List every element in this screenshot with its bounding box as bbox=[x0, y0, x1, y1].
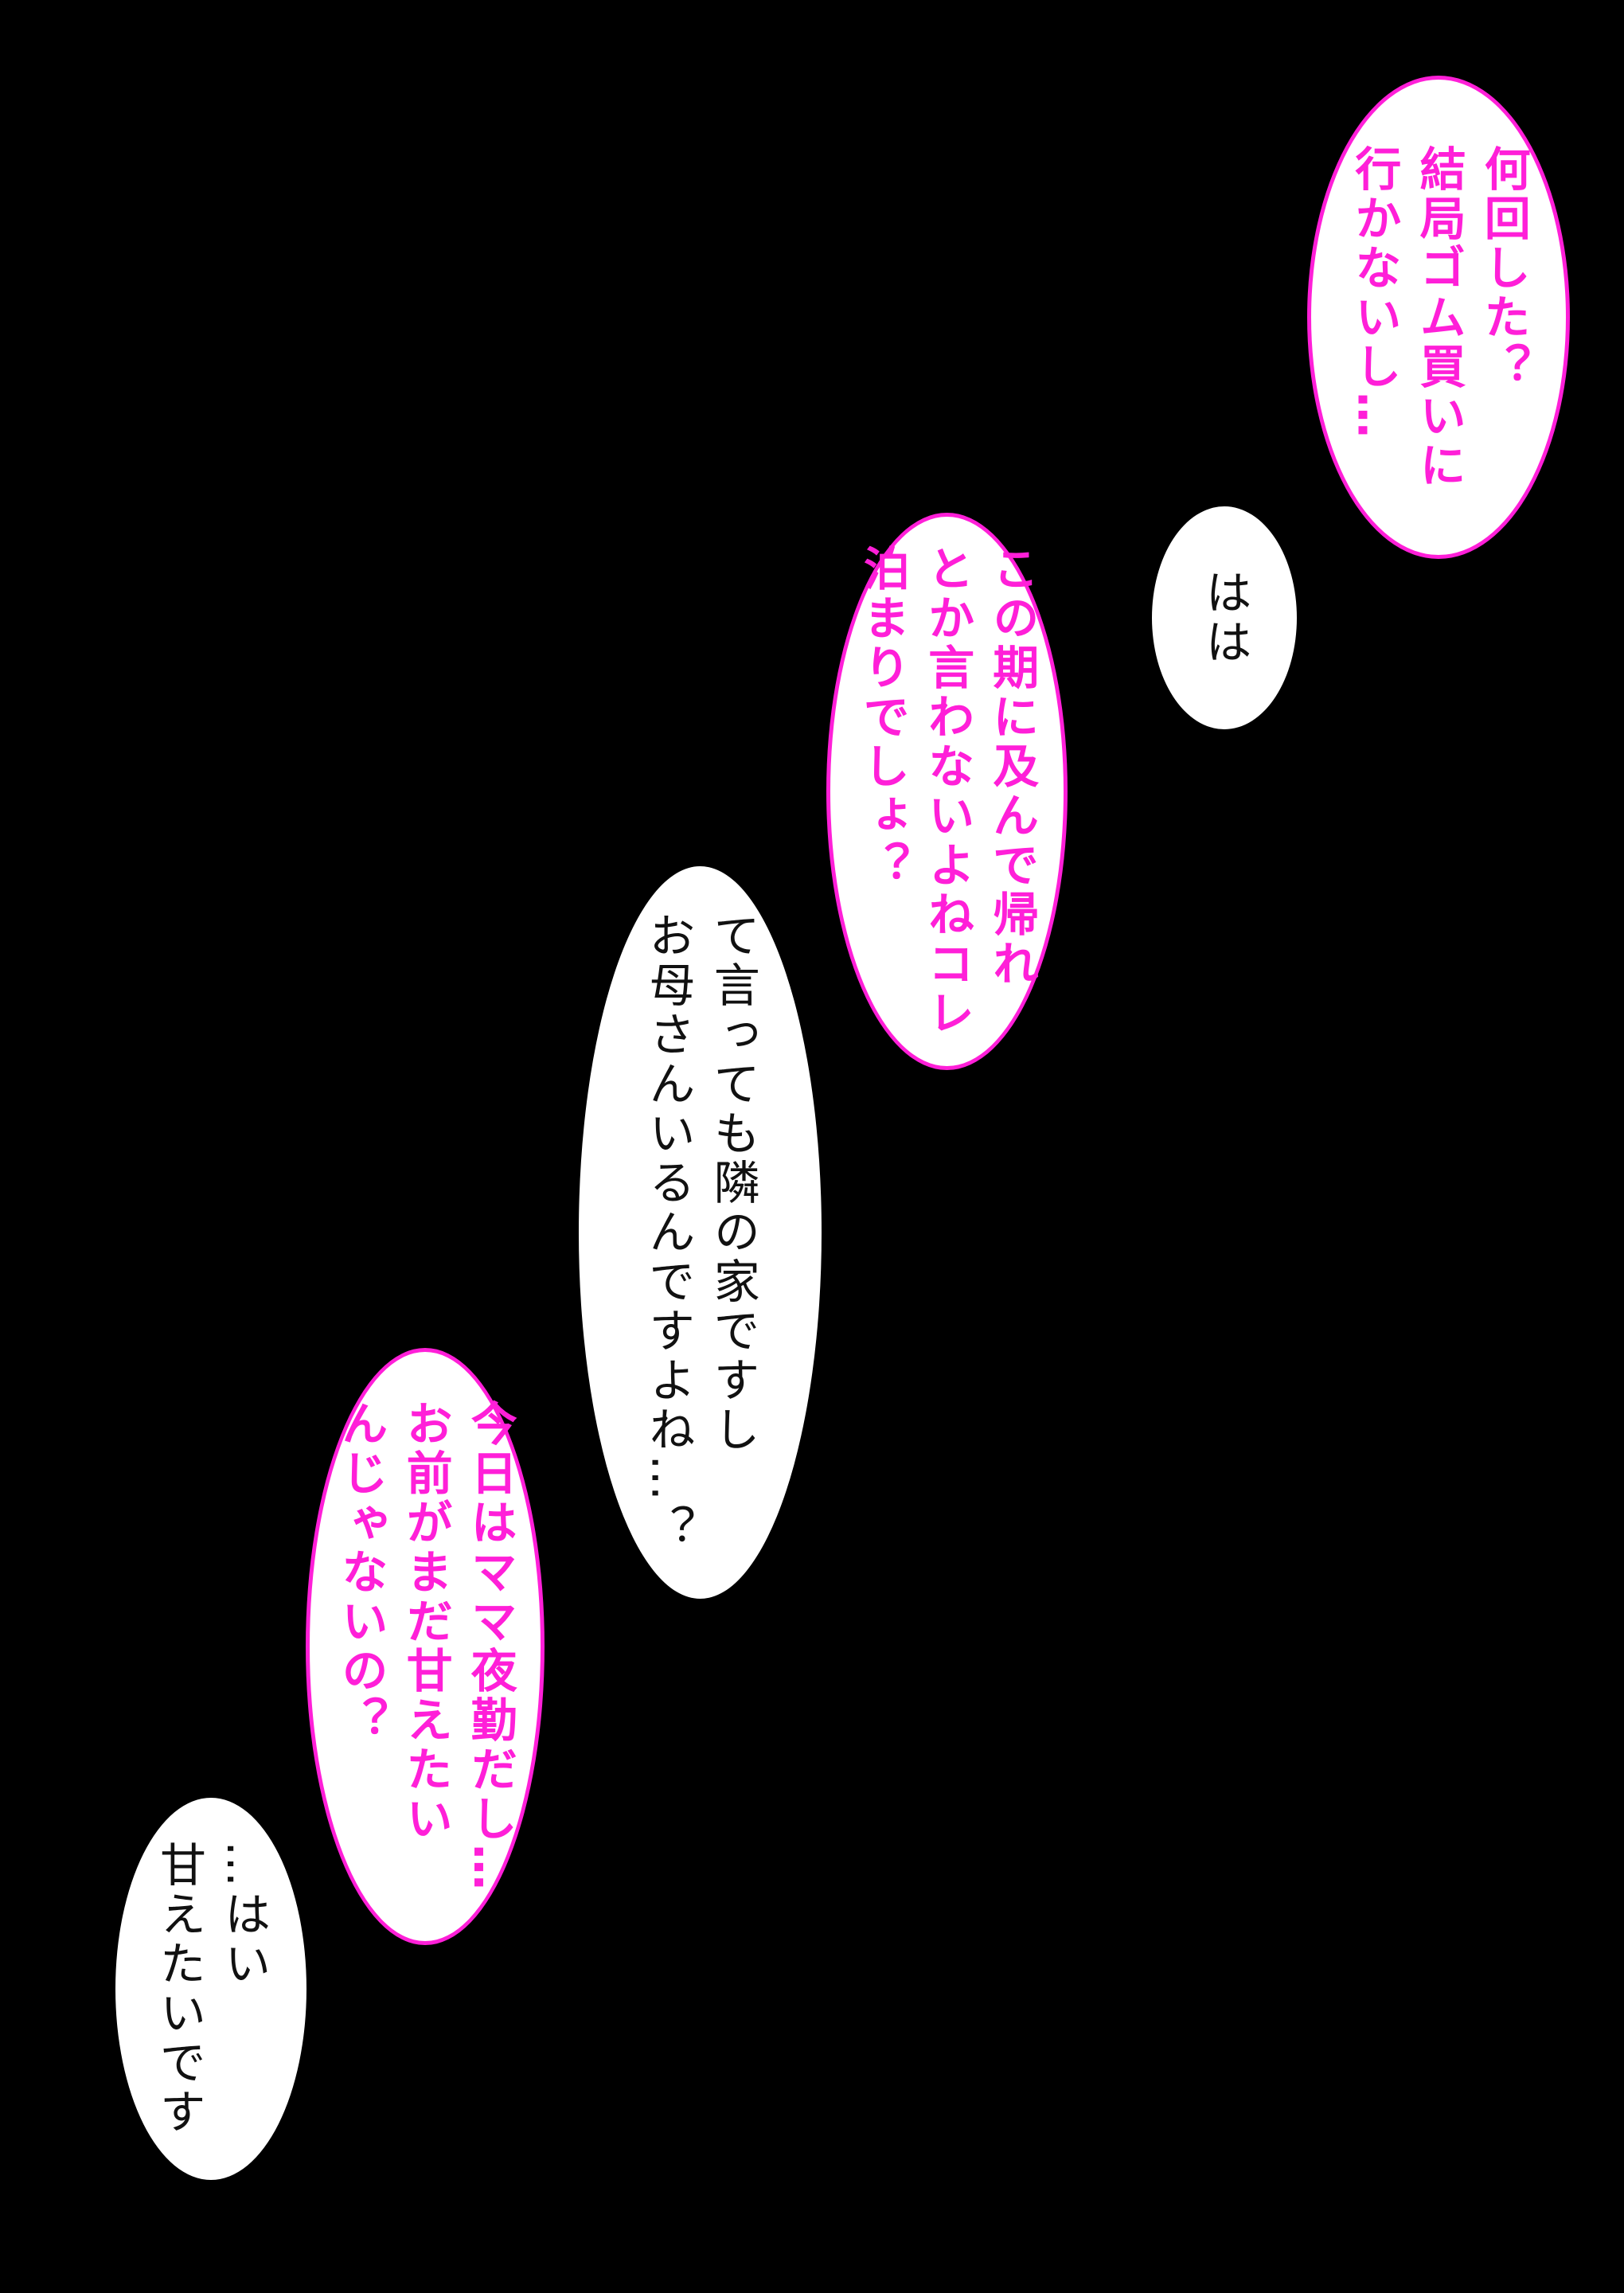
speech-text-2: はは bbox=[1197, 568, 1252, 667]
speech-bubble-4: て言っても隣の家ですし お母さんいるんですよね…？ bbox=[579, 866, 822, 1599]
speech-text-6: …はい 甘えたいです bbox=[152, 1841, 271, 2137]
speech-bubble-2: はは bbox=[1152, 506, 1297, 729]
speech-text-5: 今日はママ夜勤だし… お前がまだ甘えたい んじゃないの？ bbox=[334, 1400, 517, 1893]
speech-bubble-6: …はい 甘えたいです bbox=[115, 1798, 306, 2180]
speech-bubble-1: 何回した？ 結局ゴム買いに 行かないし… bbox=[1307, 76, 1570, 559]
speech-text-1: 何回した？ 結局ゴム買いに 行かないし… bbox=[1347, 144, 1531, 490]
speech-text-3: この期に及んで帰れ とか言わないよねコレ 泊まりでしょ？ bbox=[855, 545, 1040, 1038]
speech-text-4: て言っても隣の家ですし お母さんいるんですよね…？ bbox=[641, 912, 760, 1553]
speech-bubble-5: 今日はママ夜勤だし… お前がまだ甘えたい んじゃないの？ bbox=[306, 1348, 545, 1945]
speech-bubble-3: この期に及んで帰れ とか言わないよねコレ 泊まりでしょ？ bbox=[826, 513, 1068, 1070]
